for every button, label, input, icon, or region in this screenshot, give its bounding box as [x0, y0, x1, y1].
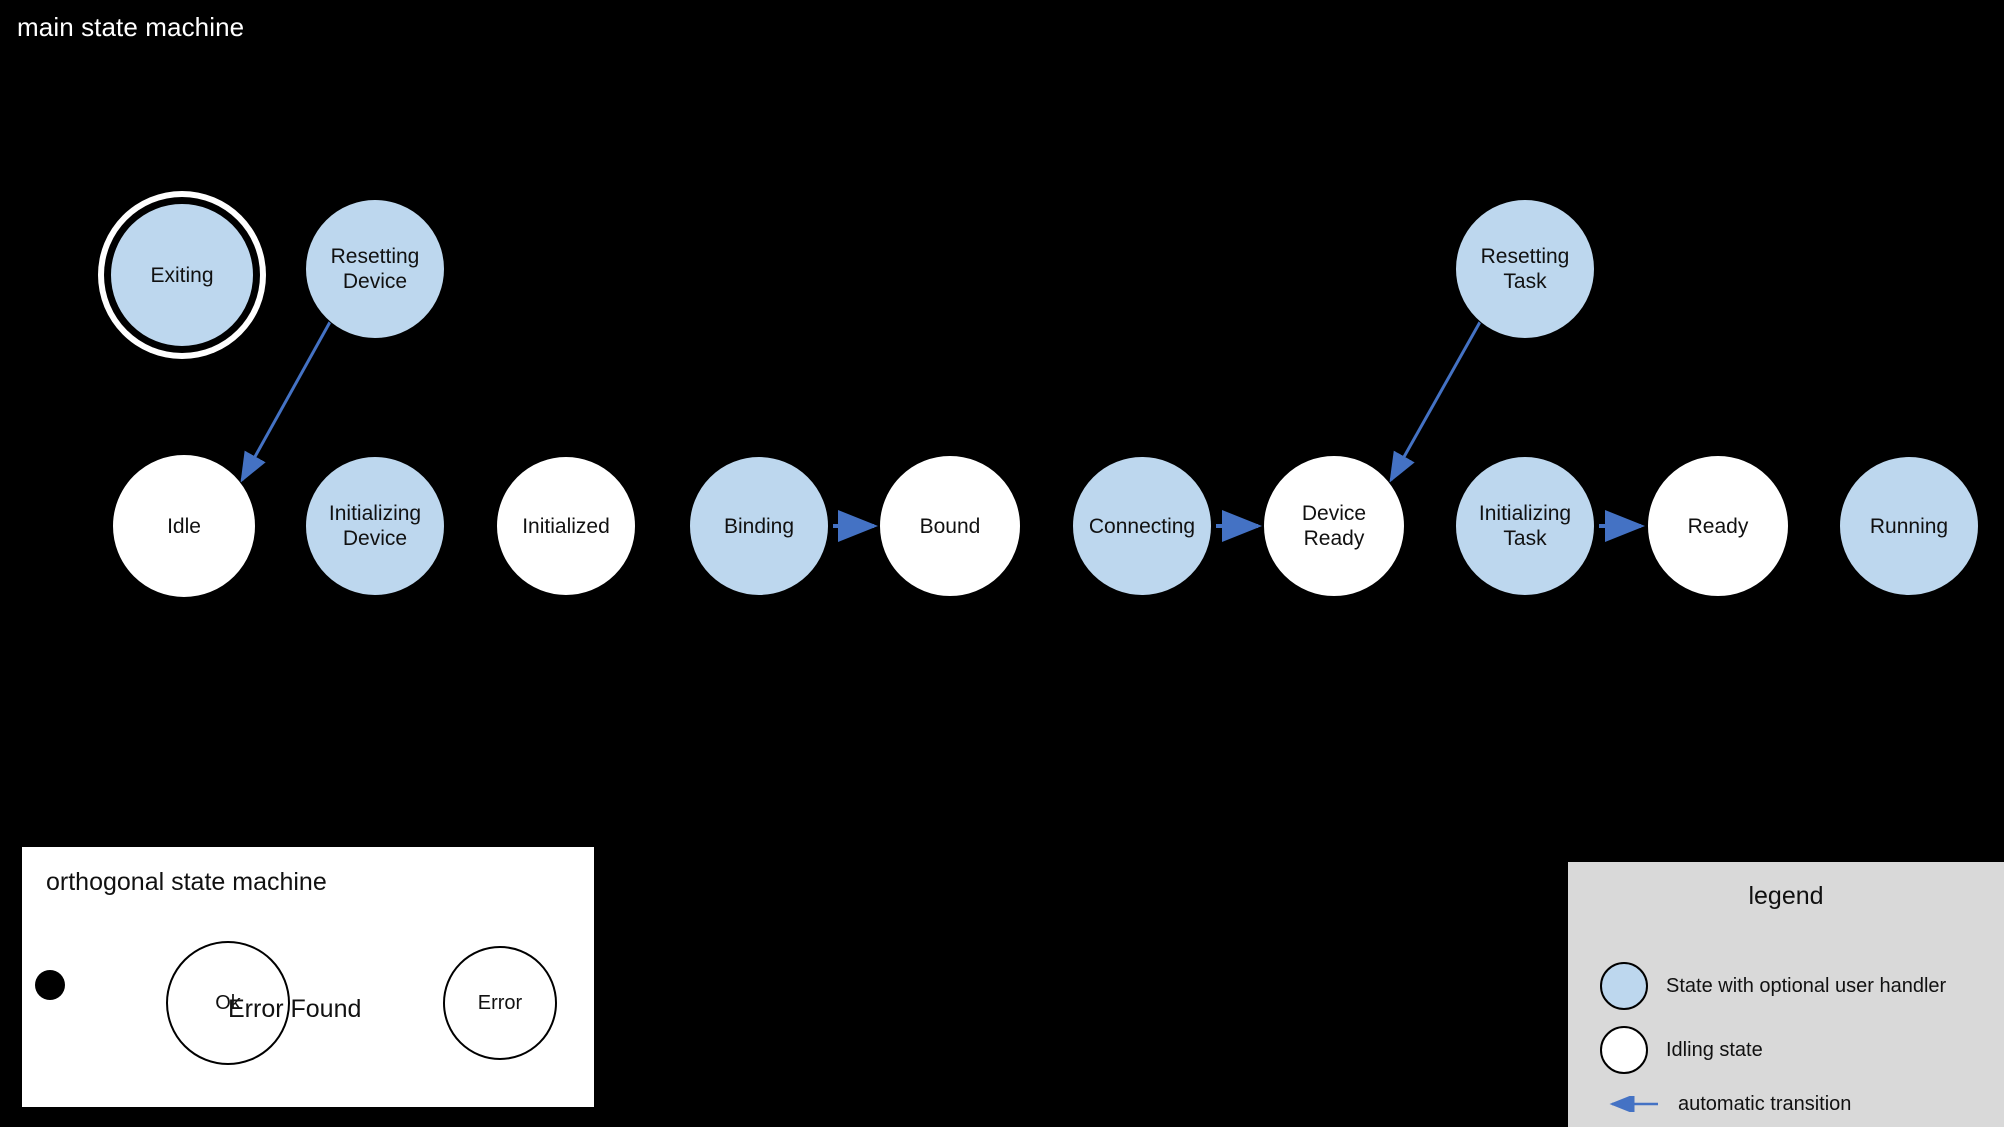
white-circle-icon — [1600, 1026, 1648, 1074]
state-node-exiting[interactable]: Exiting — [110, 203, 254, 347]
edge-resetting-task-to-device-ready — [1389, 321, 1482, 483]
blue-circle-icon — [1600, 962, 1648, 1010]
state-label: Resetting Device — [330, 245, 420, 293]
state-node-resetting-task[interactable]: Resetting Task — [1455, 199, 1595, 339]
state-label: Running — [1869, 514, 1949, 538]
state-label: Initializing Device — [328, 502, 422, 550]
state-label: Bound — [919, 514, 981, 538]
state-node-bound[interactable]: Bound — [879, 455, 1021, 597]
state-label: Initializing Task — [1478, 502, 1572, 550]
initial-state-dot-icon — [35, 970, 65, 1000]
state-label: Device Ready — [1301, 502, 1367, 550]
page-title: main state machine — [17, 12, 245, 42]
state-label: Initialized — [522, 514, 610, 538]
ortho-transition-label-error-found: Error Found — [228, 995, 362, 1023]
state-node-initializing-task[interactable]: Initializing Task — [1455, 456, 1595, 596]
state-node-idle[interactable]: Idle — [112, 454, 256, 598]
ortho-state-label: Error — [477, 991, 523, 1014]
legend-item-idling-state: Idling state — [1600, 1026, 1763, 1074]
legend-panel: legend State with optional user handler … — [1568, 862, 2004, 1127]
blue-arrow-icon — [1602, 1094, 1660, 1114]
state-label: Idle — [167, 514, 201, 538]
state-node-initializing-device[interactable]: Initializing Device — [305, 456, 445, 596]
state-node-resetting-device[interactable]: Resetting Device — [305, 199, 445, 339]
edge-resetting-device-to-idle — [240, 321, 332, 483]
ortho-state-node-error[interactable]: Error — [443, 946, 557, 1060]
legend-title: legend — [1748, 882, 1824, 910]
state-node-initialized[interactable]: Initialized — [496, 456, 636, 596]
state-node-binding[interactable]: Binding — [689, 456, 829, 596]
state-label: Binding — [723, 514, 795, 538]
legend-item-label: State with optional user handler — [1666, 975, 1947, 997]
state-node-running[interactable]: Running — [1839, 456, 1979, 596]
state-node-device-ready[interactable]: Device Ready — [1263, 455, 1405, 597]
state-label: Connecting — [1088, 514, 1196, 538]
legend-item-label: Idling state — [1666, 1039, 1763, 1061]
state-node-ready[interactable]: Ready — [1647, 455, 1789, 597]
orthogonal-panel-title: orthogonal state machine — [46, 868, 327, 896]
legend-item-handler-state: State with optional user handler — [1600, 962, 1946, 1010]
state-node-connecting[interactable]: Connecting — [1072, 456, 1212, 596]
legend-item-automatic-transition: automatic transition — [1602, 1092, 1851, 1116]
state-label: Exiting — [150, 263, 214, 287]
legend-item-label: automatic transition — [1678, 1093, 1852, 1115]
state-label: Resetting Task — [1480, 245, 1570, 293]
state-label: Ready — [1687, 514, 1749, 538]
